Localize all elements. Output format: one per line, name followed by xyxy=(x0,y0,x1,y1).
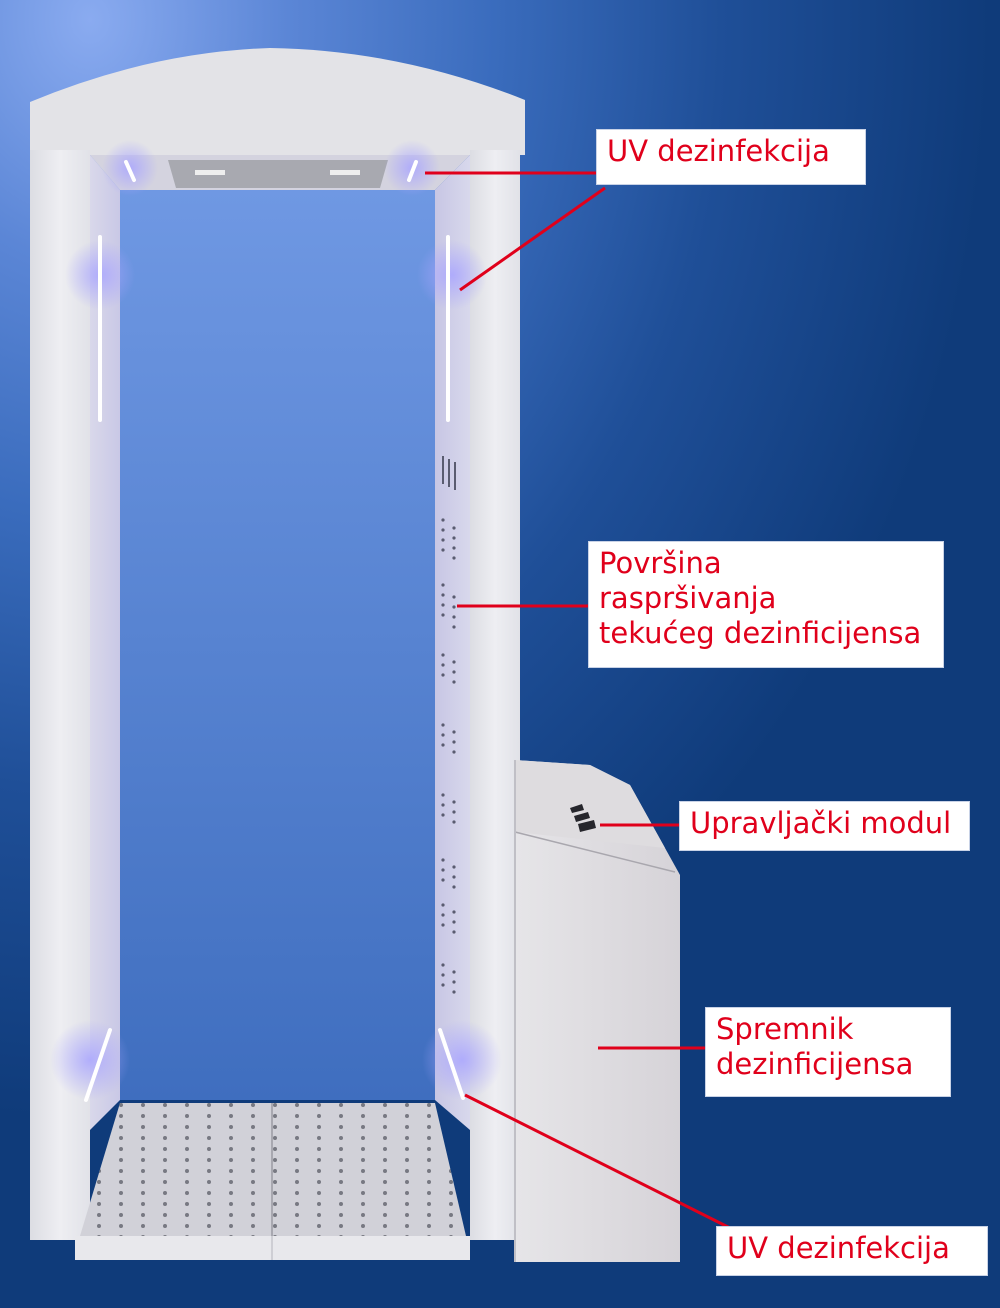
gate-top-arch xyxy=(30,48,525,155)
perforated-floor-plate xyxy=(75,1103,470,1260)
left-inner-panel xyxy=(90,155,120,1130)
callout-uv-disinfection-bottom: UV dezinfekcija xyxy=(716,1226,988,1276)
gate-opening xyxy=(120,190,435,1100)
spray-nozzle-strip xyxy=(441,456,456,994)
uv-lamp-icon xyxy=(84,160,465,1102)
leader-lines xyxy=(425,171,731,1230)
callout-control-module: Upravljački modul xyxy=(679,801,970,851)
callout-spray-surface: Površina raspršivanja tekućeg dezinficij… xyxy=(588,541,944,668)
control-buttons-icon xyxy=(570,804,596,832)
callout-uv-disinfection-top: UV dezinfekcija xyxy=(596,129,866,185)
top-sensor-module xyxy=(168,160,388,188)
callout-disinfectant-tank: Spremnik dezinficijensa xyxy=(705,1007,951,1097)
side-cabinet xyxy=(514,760,680,1262)
right-inner-panel xyxy=(435,155,470,1130)
